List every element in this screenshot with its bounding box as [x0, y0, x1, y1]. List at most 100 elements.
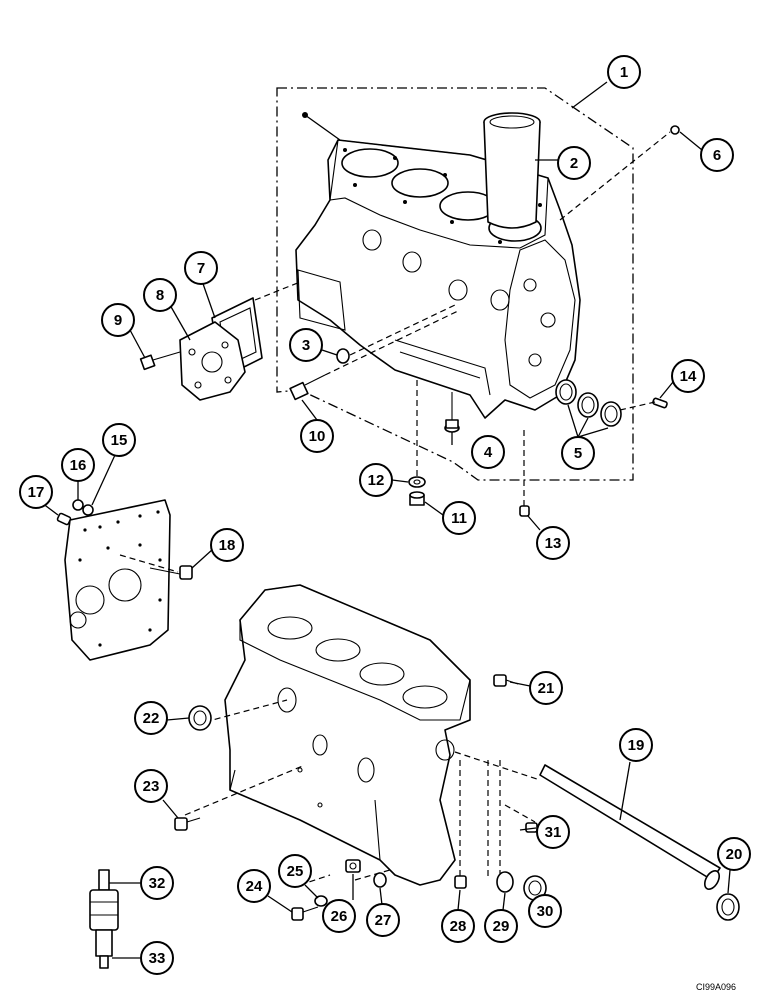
callout-22: 22 — [134, 701, 168, 735]
svg-text:18: 18 — [219, 537, 236, 554]
svg-text:29: 29 — [493, 918, 510, 935]
side-boss-2 — [402, 251, 422, 273]
callout-8: 8 — [143, 278, 177, 312]
plug-14 — [652, 397, 668, 409]
svg-text:16: 16 — [70, 457, 87, 474]
callout-12: 12 — [359, 463, 393, 497]
callout-5: 5 — [561, 436, 595, 470]
svg-text:5: 5 — [574, 445, 582, 462]
lower-bore-4 — [402, 685, 448, 709]
side-boss-1 — [362, 229, 382, 251]
oil-gallery-rail — [394, 339, 491, 396]
svg-text:22: 22 — [143, 710, 160, 727]
callout-16: 16 — [61, 448, 95, 482]
svg-text:7: 7 — [197, 260, 205, 277]
plug-13 — [519, 505, 530, 517]
washer-15 — [82, 504, 94, 516]
svg-text:2: 2 — [570, 155, 578, 172]
svg-text:30: 30 — [537, 903, 554, 920]
svg-text:20: 20 — [726, 846, 743, 863]
svg-text:31: 31 — [545, 824, 562, 841]
leader-lines — [41, 81, 731, 959]
callout-1: 1 — [607, 55, 641, 89]
svg-text:4: 4 — [484, 444, 493, 461]
callout-3: 3 — [289, 328, 323, 362]
bolt-4 — [444, 392, 460, 433]
bolt-18 — [149, 565, 193, 580]
svg-text:17: 17 — [28, 484, 45, 501]
svg-text:14: 14 — [680, 368, 697, 385]
callout-25: 25 — [278, 854, 312, 888]
callout-21: 21 — [529, 671, 563, 705]
svg-text:33: 33 — [149, 950, 166, 967]
svg-text:13: 13 — [545, 535, 562, 552]
plug-28 — [454, 875, 467, 889]
cylinder-block-lower — [224, 584, 471, 886]
cylinder-bore-2 — [391, 168, 449, 198]
bolt-10 — [289, 374, 326, 401]
front-plate — [64, 499, 171, 661]
block-end-face — [504, 239, 576, 399]
callout-9: 9 — [101, 303, 135, 337]
svg-text:28: 28 — [450, 918, 467, 935]
lower-bore-2 — [315, 638, 361, 662]
bolt-24 — [291, 906, 319, 921]
nut-16 — [72, 499, 84, 511]
seal-29 — [496, 871, 514, 893]
lower-port-mid — [312, 734, 328, 756]
callout-23: 23 — [134, 769, 168, 803]
nut-26 — [345, 859, 361, 873]
svg-text:23: 23 — [143, 778, 160, 795]
end-face-port-2 — [540, 312, 556, 328]
callout-17: 17 — [19, 475, 53, 509]
svg-text:32: 32 — [149, 875, 166, 892]
callout-26: 26 — [322, 899, 356, 933]
sensor-32-33 — [89, 869, 119, 969]
bolt-9 — [139, 351, 181, 371]
callout-32: 32 — [140, 866, 174, 900]
lower-bore-1 — [267, 616, 313, 640]
svg-text:8: 8 — [156, 287, 164, 304]
callout-24: 24 — [237, 869, 271, 903]
lower-port-right — [357, 757, 375, 783]
callout-10: 10 — [300, 419, 334, 453]
callout-13: 13 — [536, 526, 570, 560]
cylinder-bore-1 — [341, 148, 399, 178]
dowel-pin-6 — [670, 125, 680, 135]
svg-text:3: 3 — [302, 337, 310, 354]
callout-18: 18 — [210, 528, 244, 562]
side-boss-3 — [448, 279, 468, 301]
svg-text:21: 21 — [538, 680, 555, 697]
svg-text:9: 9 — [114, 312, 122, 329]
callout-31: 31 — [536, 815, 570, 849]
svg-text:26: 26 — [331, 908, 348, 925]
lower-port-left — [277, 687, 297, 713]
lower-block-body — [224, 584, 471, 886]
callout-28: 28 — [441, 909, 475, 943]
callout-11: 11 — [442, 501, 476, 535]
svg-text:24: 24 — [246, 878, 263, 895]
svg-text:19: 19 — [628, 737, 645, 754]
svg-text:25: 25 — [287, 863, 304, 880]
washer-25 — [314, 895, 328, 907]
end-face-port-1 — [523, 278, 537, 292]
callout-7: 7 — [184, 251, 218, 285]
bolt-21 — [493, 674, 519, 687]
svg-text:27: 27 — [375, 912, 392, 929]
svg-text:10: 10 — [309, 428, 326, 445]
end-face-port-3 — [528, 353, 542, 367]
assembly-boundary — [276, 87, 634, 481]
bolt-23 — [174, 817, 201, 831]
callout-15: 15 — [102, 423, 136, 457]
svg-text:11: 11 — [451, 510, 467, 527]
callout-4: 4 — [471, 435, 505, 469]
expansion-plugs — [555, 379, 622, 427]
camshaft-bore — [435, 739, 455, 761]
cylinder-liner — [483, 112, 541, 229]
callout-2: 2 — [557, 146, 591, 180]
dowel-17 — [56, 512, 72, 526]
svg-text:6: 6 — [713, 147, 721, 164]
bolt-11 — [409, 491, 425, 506]
callout-33: 33 — [140, 941, 174, 975]
